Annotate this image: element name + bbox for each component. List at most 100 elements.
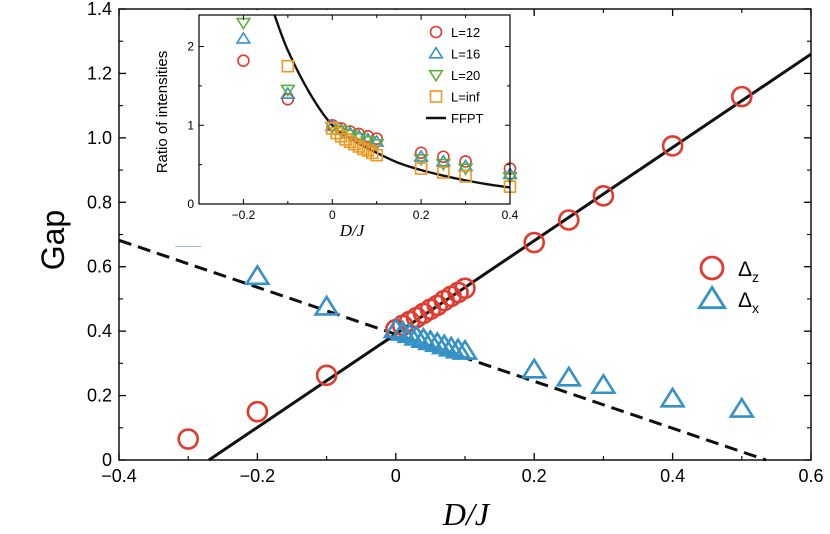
main-point-x-14 [520,357,548,379]
main-point-x-6 [403,324,430,346]
main-point-z-18 [730,85,753,108]
main-point-x-17 [659,386,686,408]
inset-point-L=inf-12 [414,162,428,175]
inset-point-L=16-8 [413,149,429,162]
main-axis-ticks: −0.4 −0.2 0 0.2 0.4 0.6 0 0.2 0.4 0.6 0.8 1.0 1.2 1.4 [87,0,824,486]
main-point-x-8 [417,329,444,351]
inset-legend-label-L=12: L=12 [451,25,480,40]
main-point-z-17 [661,135,684,157]
inset-y-tick-label: 1 [187,118,194,132]
main-x-axis-label: D/J [442,496,491,532]
inset-x-tick-label: 0.2 [413,208,430,222]
inset-y-axis-label: Ratio of intensities [154,51,171,174]
inset-legend-label-ffpt: FFPT [451,111,484,126]
inset-point-L=20-1 [280,84,296,98]
main-y-tick-label: 0.4 [87,321,112,341]
main-point-z-14 [523,231,546,254]
inset-point-L=20-9 [435,158,452,172]
main-point-x-1 [244,263,271,286]
inset-legend-label-L=inf: L=inf [451,90,480,105]
inset-x-tick-label: 0 [329,208,336,222]
inset-point-L=16-9 [435,154,452,167]
inset-point-L=20-10 [457,163,474,176]
inset-legend-marker-L=20 [428,69,444,83]
inset-y-tick-label: 2 [187,40,194,54]
legend-label-z: Δz [738,258,759,285]
inset-x-tick-label: −0.2 [232,208,256,222]
inset-legend-label-L=16: L=16 [451,47,480,62]
main-point-x-10 [430,333,458,355]
inset-legend-label-L=20: L=20 [451,68,480,83]
solid-fit-line [208,52,812,462]
main-y-tick-label: 1.0 [87,128,112,148]
main-point-z-15 [557,209,580,231]
main-y-tick-label: 0 [102,450,112,470]
main-y-tick-label: 1.4 [87,0,112,19]
inset-axis-ticks: −0.2 0 0.2 0.4 0 1 2 [187,15,519,222]
inset-point-L=12-9 [437,150,450,164]
main-x-tick-label: 0 [391,466,401,486]
main-point-x-15 [555,365,583,387]
legend-subscript-z: z [752,269,759,285]
inset-point-L=inf-8 [357,142,370,156]
main-point-x-4 [389,319,416,341]
inset-point-L=16-1 [280,86,296,99]
inset-point-L=inf-13 [437,166,450,179]
inset-point-L=12-10 [459,155,472,168]
main-y-axis-label: Gap [35,210,71,270]
main-point-x-7 [410,326,437,348]
inset-point-L=inf-10 [365,146,379,160]
main-point-z-0 [177,428,199,450]
inset-point-L=20-8 [413,153,429,167]
main-point-x-18 [728,396,756,418]
main-x-tick-label: 0.4 [660,466,685,486]
inset-point-L=16-0 [235,31,252,44]
main-x-tick-label: 0.6 [798,466,823,486]
inset-point-L=inf-11 [370,148,384,162]
inset-point-L=inf-14 [459,170,472,183]
main-y-tick-label: 0.8 [87,192,112,212]
main-x-tick-label: −0.4 [101,466,137,486]
main-y-tick-label: 0.6 [87,257,112,277]
main-point-x-16 [590,372,617,395]
main-point-x-13 [451,338,479,360]
legend-subscript-x: x [752,300,759,316]
legend-label-x: Δx [738,289,759,316]
main-x-tick-label: −0.2 [240,466,276,486]
inset-legend-marker-L=inf [429,90,443,103]
main-point-x-2 [313,294,340,316]
inset-plot-frame [198,14,511,205]
main-point-x-5 [396,321,423,344]
main-point-z-2 [315,364,338,387]
main-point-x-3 [382,317,410,339]
inset-point-L=inf-2 [330,126,344,140]
main-y-tick-label: 1.2 [87,63,112,83]
inset-legend-marker-L=16 [428,46,444,59]
main-y-tick-label: 0.2 [87,386,112,406]
inset-point-L=16-7 [368,134,385,147]
legend-marker-x [696,284,728,310]
inset-x-tick-label: 0.4 [502,208,519,222]
inset-legend-marker-L=12 [429,25,443,39]
inset-point-L=16-2 [324,118,341,132]
main-point-z-13 [454,277,476,300]
inset-point-L=inf-7 [352,140,366,153]
main-point-z-1 [246,400,269,423]
main-point-x-9 [424,330,451,353]
main-point-z-16 [592,185,615,207]
inset-point-L=12-0 [237,54,250,67]
inset-y-tick-label: 0 [187,197,194,211]
inset-point-L=12-1 [281,92,295,106]
inset-ffpt-curve [273,14,511,189]
main-point-x-11 [437,335,465,357]
legend-marker-z [699,255,725,281]
main-plot: −0.4 −0.2 0 0.2 0.4 0.6 0 0.2 0.4 0.6 0.8 1.0 1.2 1.4… [35,0,824,532]
inset-x-axis-label: D/J [339,221,366,240]
inset-point-L=12-8 [414,146,428,160]
inset-point-L=inf-0 [281,59,295,73]
main-data-points [174,85,756,450]
